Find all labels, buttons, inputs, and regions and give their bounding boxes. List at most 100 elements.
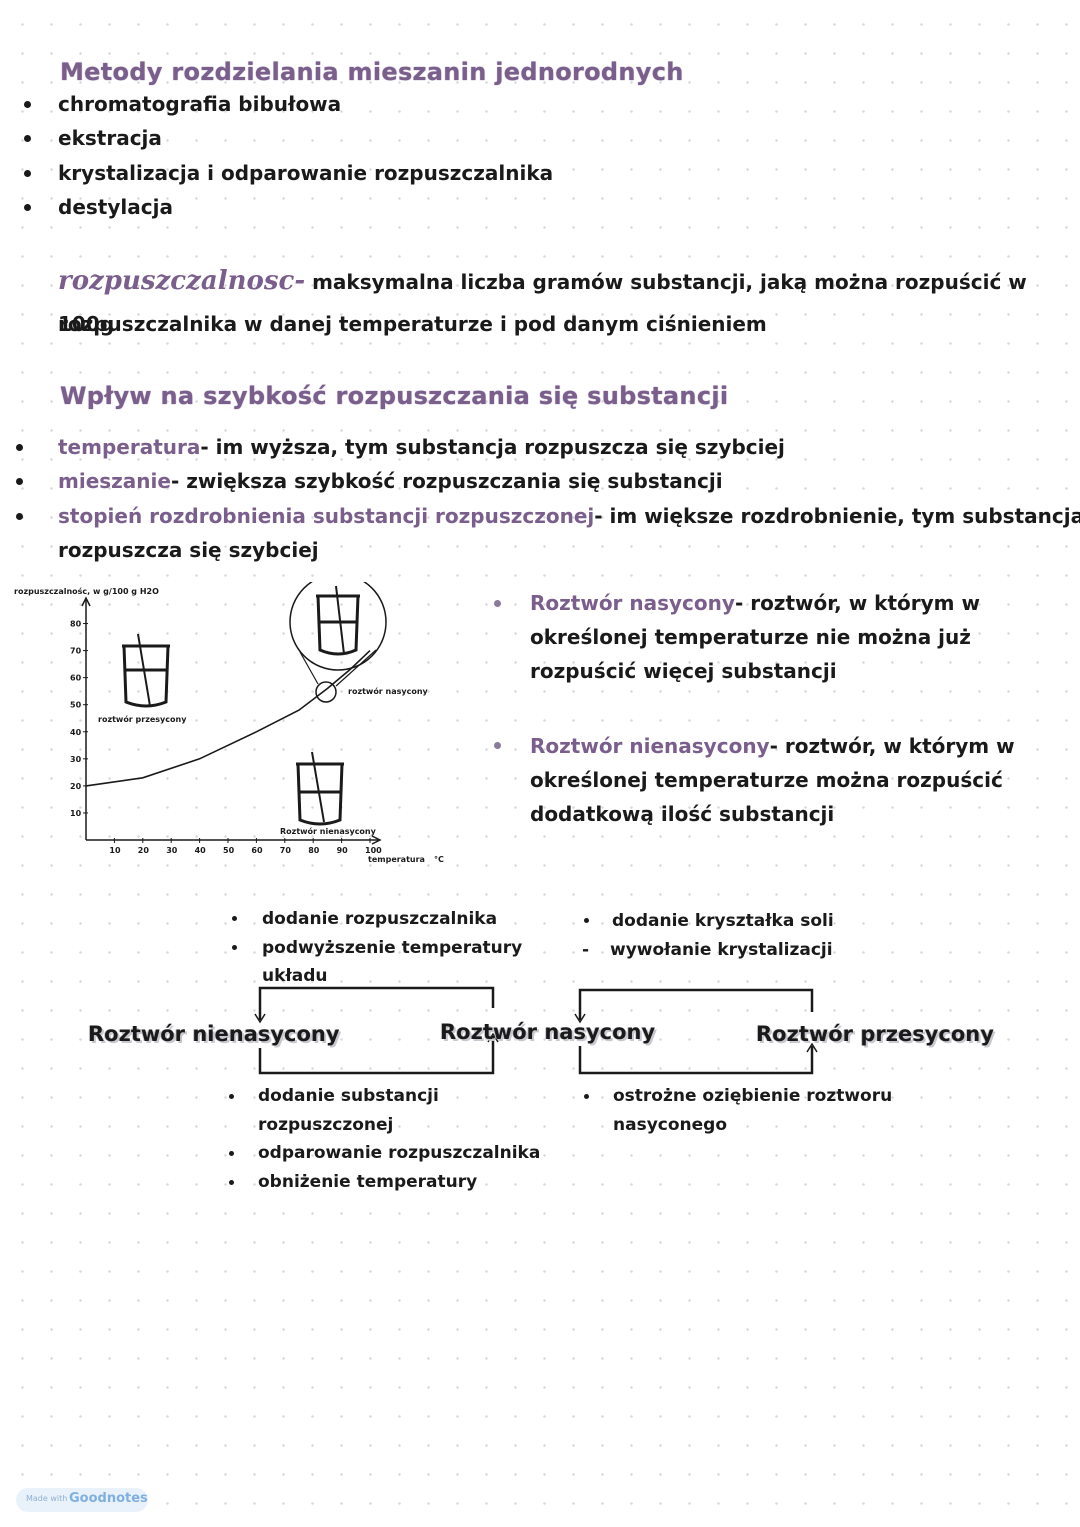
bullet-dot: [232, 916, 237, 921]
solubility-chart: rozpuszczalnośc, w g/100 g H2O 80 70 60 50 4…: [14, 582, 444, 864]
badge-made-with: Made with: [26, 1494, 68, 1503]
flow-arrows: [254, 986, 818, 1075]
magnifier-icon: [289, 582, 387, 671]
y-tick-label: 50: [70, 701, 82, 710]
label-unsaturated: Roztwór nienasycony: [280, 826, 377, 836]
bullet-dot: [494, 742, 501, 749]
definition-term: Roztwór nienasycony: [530, 734, 770, 758]
bullet-dot: [494, 600, 501, 607]
arrow-unsaturated-to-saturated: [258, 1036, 495, 1075]
bullet-dot: [24, 204, 31, 211]
x-tick-label: 80: [308, 846, 320, 855]
list-item: podwyższenie temperatury: [262, 938, 523, 958]
badge-brand: Goodnotes: [69, 1491, 148, 1506]
y-tick-label: 20: [70, 782, 82, 791]
x-tick-label: 60: [251, 846, 263, 855]
goodnotes-badge[interactable]: Made with Goodnotes: [16, 1488, 148, 1512]
definition-line: - roztwór, w którym w: [734, 591, 980, 615]
beaker-icon: [296, 751, 344, 826]
factor-term: stopień rozdrobnienia substancji rozpusz…: [58, 504, 595, 528]
solubility-line1: maksymalna liczba gramów substancji, jak…: [58, 270, 1027, 336]
bullet-dot: [229, 1151, 234, 1156]
solubility-term: rozpuszczalnosc: [58, 266, 295, 296]
list-item-cont: układu: [262, 966, 328, 986]
y-tick-label: 70: [70, 647, 82, 656]
chart-xlabel: temperatura: [368, 855, 425, 864]
definition-line: dodatkową ilość substancji: [530, 802, 835, 826]
arrowhead-icon: [487, 1032, 499, 1043]
list-item: dodanie kryształka soli: [612, 911, 834, 931]
arrow-saturated-to-supersaturated: [578, 1046, 814, 1075]
list-item-cont: rozpuszcza się szybciej: [58, 538, 319, 562]
label-supersaturated: roztwór przesycony: [98, 714, 187, 724]
list-item: temperatura- im wyższa, tym substancja r…: [58, 434, 785, 460]
node-saturated: Roztwór nasycony: [440, 1020, 656, 1044]
bullet-dot: [24, 101, 31, 108]
factor-text: - zwiększa szybkość rozpuszczania się su…: [170, 469, 723, 493]
bullet-dot: [16, 513, 23, 520]
definition-term: Roztwór nasycony: [530, 591, 735, 615]
list-item: stopień rozdrobnienia substancji rozpusz…: [58, 503, 1080, 529]
node-unsaturated: Roztwór nienasycony: [88, 1022, 340, 1046]
factor-term: mieszanie: [58, 469, 171, 493]
magnifier-connector: [299, 651, 319, 685]
bullet-dot: [24, 135, 31, 142]
solubility-line2: rozpuszczalnika w danej temperaturze i p…: [58, 312, 767, 336]
definition-line: określonej temperaturze nie można już: [530, 625, 971, 649]
list-item: dodanie substancji: [258, 1086, 439, 1106]
list-item: chromatografia bibułowa: [58, 92, 342, 116]
x-tick-label: 20: [138, 846, 150, 855]
bullet-dot: [584, 918, 589, 923]
list-item: odparowanie rozpuszczalnika: [258, 1143, 541, 1163]
bullet-dot: [16, 478, 23, 485]
arrow-saturated-to-unsaturated: [258, 986, 495, 1020]
y-tick-label: 80: [70, 620, 82, 629]
methods-title: Metody rozdzielania mieszanin jednorodny…: [60, 58, 684, 86]
x-tick-label: 40: [195, 846, 207, 855]
x-tick-label: 90: [337, 846, 349, 855]
list-item: mieszanie- zwiększa szybkość rozpuszczan…: [58, 468, 723, 494]
list-item: krystalizacja i odparowanie rozpuszczaln…: [58, 161, 554, 185]
definition-unsaturated: Roztwór nienasycony- roztwór, w którym w…: [530, 729, 1015, 831]
arrow-supersaturated-to-saturated: [578, 988, 814, 1020]
bullet-dot: [229, 1094, 234, 1099]
y-tick-label: 10: [70, 809, 82, 818]
y-axis-arrow: [81, 596, 91, 607]
solubility-curve: [85, 650, 371, 787]
x-tick-label: 70: [280, 846, 292, 855]
dash-marker: -: [582, 940, 590, 960]
bullet-dot: [584, 1094, 589, 1099]
bullet-dot: [229, 1180, 234, 1185]
definition-line: - roztwór, w którym w: [769, 734, 1015, 758]
definition-line: rozpuścić więcej substancji: [530, 659, 837, 683]
list-item: ekstracja: [58, 126, 162, 150]
y-ticks: 80 70 60 50 40 30 20 10: [70, 620, 88, 818]
y-tick-label: 40: [70, 728, 82, 737]
x-axis-arrow: [371, 835, 382, 845]
chart-xunit: °C: [434, 855, 444, 864]
bullet-dot: [232, 945, 237, 950]
solubility-dash: -: [294, 266, 306, 296]
saturation-point-marker: [315, 681, 337, 703]
factor-text: - im większe rozdrobnienie, tym substanc…: [594, 504, 1080, 528]
label-saturated: roztwór nasycony: [348, 686, 429, 696]
x-tick-label: 100: [365, 846, 382, 855]
definition-line: określonej temperaturze można rozpuścić: [530, 768, 1003, 792]
chart-ylabel: rozpuszczalnośc, w g/100 g H2O: [14, 586, 159, 596]
magnifier-connector: [335, 649, 377, 687]
bullet-dot: [24, 170, 31, 177]
bullet-dot: [16, 444, 23, 451]
y-tick-label: 60: [70, 674, 82, 683]
y-tick-label: 30: [70, 755, 82, 764]
list-item: ostrożne oziębienie roztworu: [613, 1086, 893, 1106]
list-item: destylacja: [58, 195, 173, 219]
x-tick-label: 50: [223, 846, 235, 855]
beaker-icon: [316, 585, 360, 656]
beaker-icon: [122, 633, 170, 708]
arrowhead-icon: [806, 1042, 818, 1053]
list-item-cont: rozpuszczonej: [258, 1115, 394, 1135]
list-item: wywołanie krystalizacji: [610, 940, 833, 960]
node-supersaturated: Roztwór przesycony: [756, 1022, 994, 1046]
list-item-cont: nasyconego: [613, 1115, 728, 1135]
